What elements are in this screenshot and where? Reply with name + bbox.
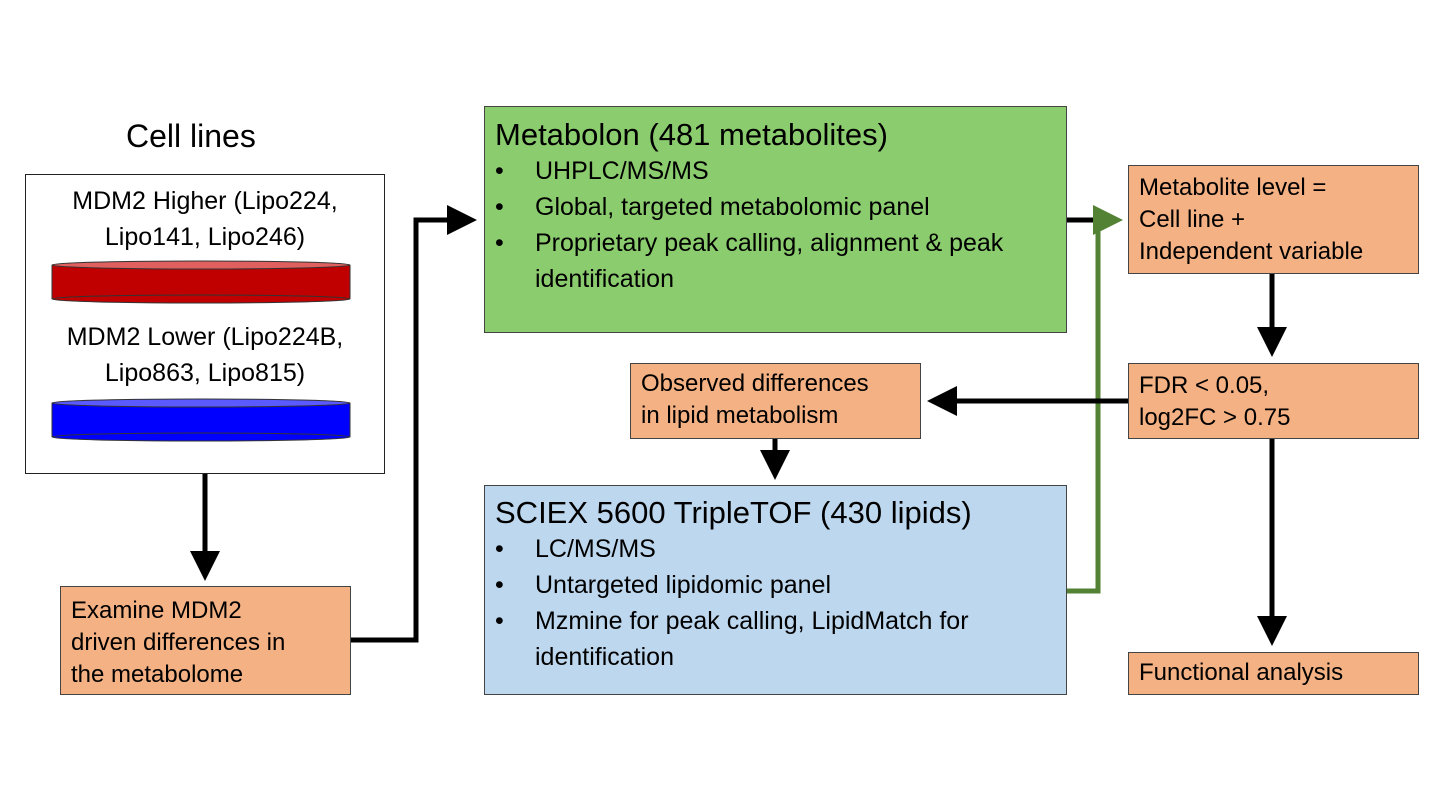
examine-box: Examine MDM2 driven differences in the m… bbox=[60, 586, 351, 695]
metabolon-bullet-1: UHPLC/MS/MS bbox=[495, 153, 1056, 189]
cell-lines-box: MDM2 Higher (Lipo224, Lipo141, Lipo246) … bbox=[25, 174, 385, 474]
lower-dish-icon bbox=[51, 398, 351, 442]
metabolon-bullets: UHPLC/MS/MS Global, targeted metabolomic… bbox=[495, 153, 1056, 297]
sciex-bullet-1: LC/MS/MS bbox=[495, 531, 1056, 567]
sciex-box: SCIEX 5600 TripleTOF (430 lipids) LC/MS/… bbox=[484, 485, 1067, 695]
mdm2-higher-label-1: MDM2 Higher (Lipo224, bbox=[72, 187, 338, 215]
metabolite-level-line-3: Independent variable bbox=[1139, 238, 1364, 265]
observed-line-1: Observed differences bbox=[641, 370, 869, 397]
cell-lines-title: Cell lines bbox=[126, 118, 256, 154]
sciex-bullet-3: Mzmine for peak calling, LipidMatch for … bbox=[495, 603, 1056, 675]
fdr-line-1: FDR < 0.05, bbox=[1139, 372, 1270, 399]
mdm2-lower-label-1: MDM2 Lower (Lipo224B, bbox=[66, 323, 344, 351]
examine-line-1: Examine MDM2 bbox=[71, 597, 242, 624]
metabolite-level-box: Metabolite level = Cell line + Independe… bbox=[1128, 165, 1419, 274]
arrow-examine-to-metabolon bbox=[351, 205, 477, 643]
functional-analysis-label: Functional analysis bbox=[1139, 659, 1344, 686]
observed-line-2: in lipid metabolism bbox=[641, 402, 839, 429]
mdm2-higher-label-2: Lipo141, Lipo246) bbox=[104, 223, 306, 251]
mdm2-lower-label-2: Lipo863, Lipo815) bbox=[104, 359, 306, 387]
metabolon-bullet-3: Proprietary peak calling, alignment & pe… bbox=[495, 225, 1056, 297]
observed-differences-box: Observed differences in lipid metabolism bbox=[630, 363, 921, 439]
petri-dishes bbox=[51, 260, 351, 442]
metabolon-box: Metabolon (481 metabolites) UHPLC/MS/MS … bbox=[484, 106, 1067, 333]
fdr-box: FDR < 0.05, log2FC > 0.75 bbox=[1128, 363, 1419, 439]
sciex-title: SCIEX 5600 TripleTOF (430 lipids) bbox=[495, 495, 972, 530]
arrow-sciex-to-metabolite-level bbox=[1067, 205, 1123, 594]
metabolite-level-line-1: Metabolite level = bbox=[1139, 174, 1327, 201]
metabolon-bullet-2: Global, targeted metabolomic panel bbox=[495, 189, 1056, 225]
higher-dish-icon bbox=[51, 260, 351, 304]
metabolon-title: Metabolon (481 metabolites) bbox=[495, 117, 888, 152]
sciex-bullet-2: Untargeted lipidomic panel bbox=[495, 567, 1056, 603]
sciex-bullets: LC/MS/MS Untargeted lipidomic panel Mzmi… bbox=[495, 531, 1056, 675]
functional-analysis-box: Functional analysis bbox=[1128, 652, 1419, 695]
metabolite-level-line-2: Cell line + bbox=[1139, 206, 1246, 233]
fdr-line-2: log2FC > 0.75 bbox=[1139, 404, 1291, 431]
examine-line-3: the metabolome bbox=[71, 661, 244, 688]
examine-line-2: driven differences in bbox=[71, 629, 286, 656]
